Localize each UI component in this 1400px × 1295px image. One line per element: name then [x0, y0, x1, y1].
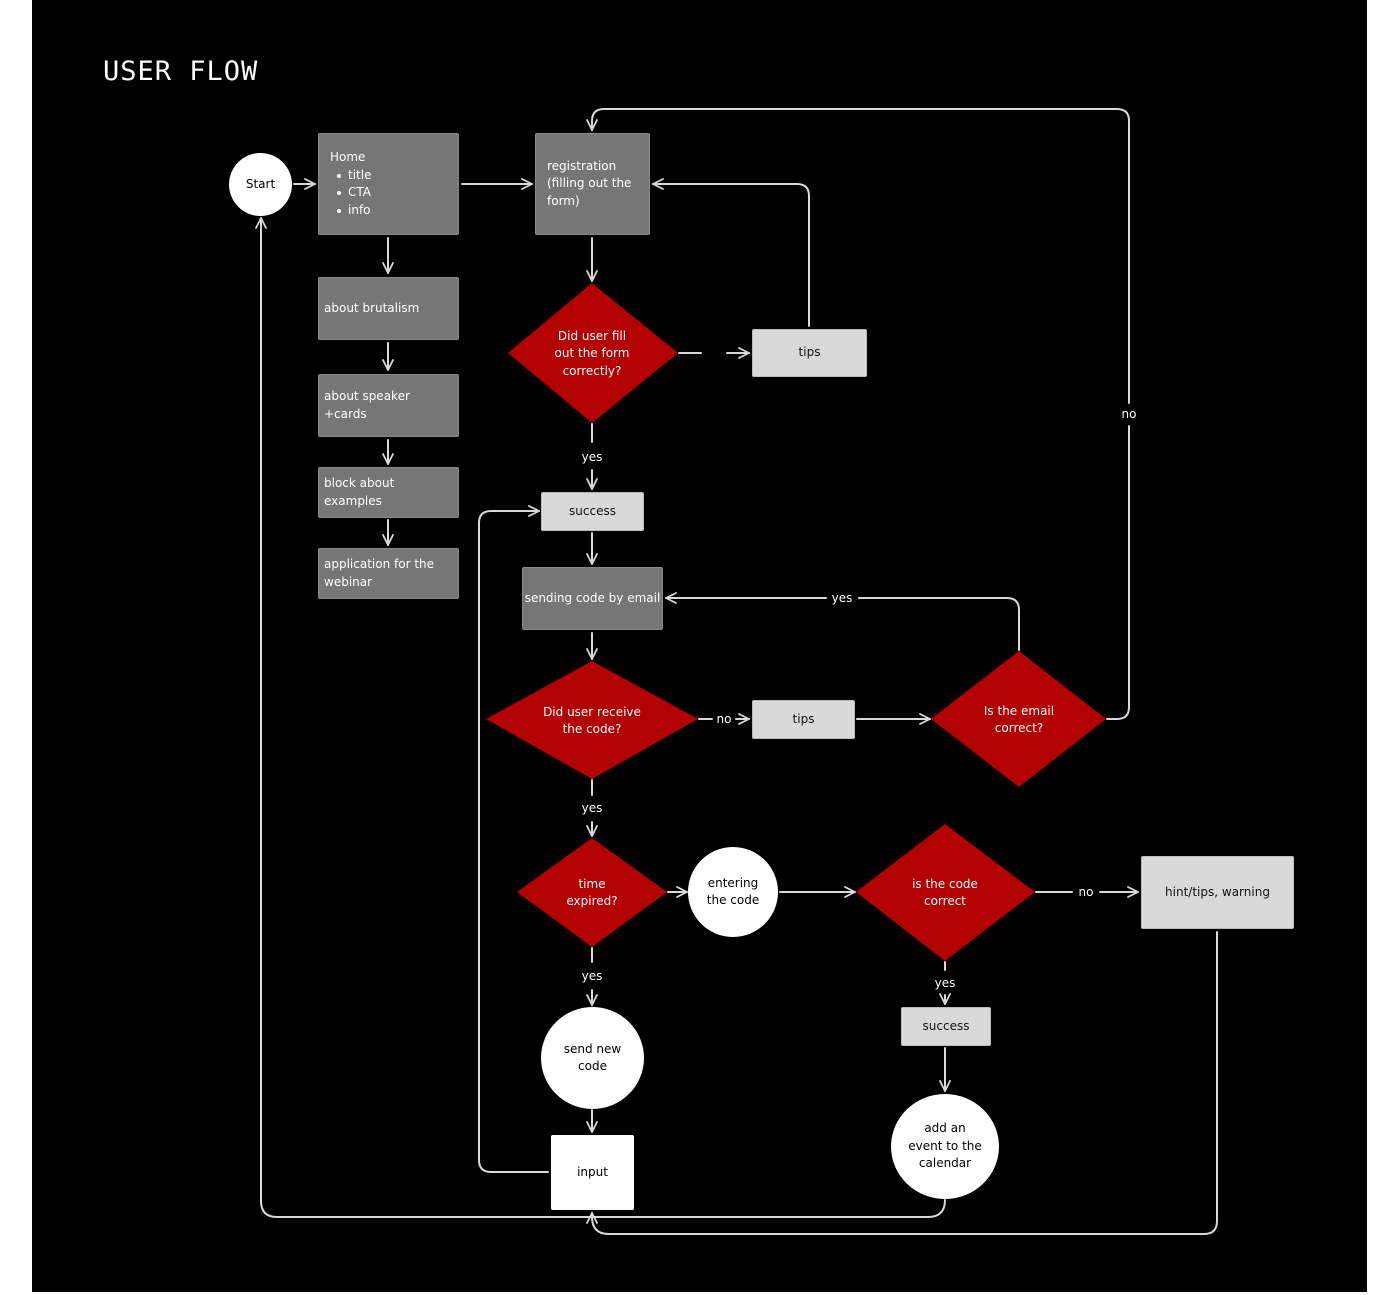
page-title: USER FLOW	[103, 56, 259, 87]
decision-email-text-1: Is the email	[984, 704, 1054, 718]
home-item-cta: CTA	[336, 184, 371, 202]
sending-code-node: sending code by email	[522, 567, 663, 630]
success-node-code: success	[901, 1007, 991, 1046]
link-tips-registration	[652, 178, 810, 327]
decision-code-text-2: correct	[924, 894, 966, 908]
decision-code-received	[486, 661, 698, 779]
label-yes-form: yes	[579, 450, 605, 464]
application-node: application for the webinar	[318, 548, 459, 599]
entering-code-node: entering the code	[688, 847, 778, 937]
link-addevent-start	[255, 217, 946, 1218]
add-event-node: add an event to the calendar	[891, 1094, 999, 1199]
label-no-email: no	[1119, 407, 1139, 421]
about-speaker-node: about speaker +cards	[318, 374, 459, 437]
link-demail-registration-arrow	[586, 108, 1130, 404]
decision-form-text-2: out the form	[555, 346, 630, 360]
decision-email-text-2: correct?	[995, 721, 1043, 735]
link-demail-registration	[1106, 425, 1130, 720]
decision-form-text-3: correctly?	[563, 364, 622, 378]
home-node: Home title CTA info	[318, 133, 459, 235]
home-item-info: info	[336, 202, 371, 220]
link-demail-sending	[858, 597, 1020, 651]
decision-form-text-1: Did user fill	[558, 329, 626, 343]
decision-receive-text-2: the code?	[563, 722, 622, 736]
start-node: Start	[229, 153, 292, 216]
link-hint-input	[586, 931, 1218, 1235]
home-title: Home	[330, 150, 366, 164]
decision-receive-text-1: Did user receive	[543, 705, 641, 719]
decision-time-text-2: expired?	[566, 894, 617, 908]
decision-email-correct	[931, 651, 1106, 787]
block-examples-node: block about examples	[318, 467, 459, 518]
decision-code-text-1: is the code	[912, 877, 978, 891]
decision-form-correct	[508, 283, 678, 423]
label-yes-code: yes	[932, 976, 958, 990]
label-no-code: no	[1076, 885, 1096, 899]
hint-node: hint/tips, warning	[1141, 856, 1294, 929]
decision-time-text-1: time	[578, 877, 605, 891]
label-no-receive: no	[714, 712, 734, 726]
about-brutalism-node: about brutalism	[318, 277, 459, 340]
registration-node: registration (filling out the form)	[535, 133, 650, 235]
tips-node-code: tips	[752, 700, 855, 739]
send-new-code-node: send new code	[541, 1007, 644, 1109]
label-yes-email: yes	[829, 591, 855, 605]
decision-time-expired	[517, 838, 667, 947]
success-node-form: success	[541, 492, 644, 531]
decision-code-correct	[856, 824, 1035, 961]
tips-node-form: tips	[752, 329, 867, 377]
home-item-title: title	[336, 167, 371, 185]
label-yes-receive: yes	[579, 801, 605, 815]
link-input-success	[478, 505, 549, 1173]
input-node: input	[551, 1135, 634, 1210]
label-yes-time: yes	[579, 969, 605, 983]
